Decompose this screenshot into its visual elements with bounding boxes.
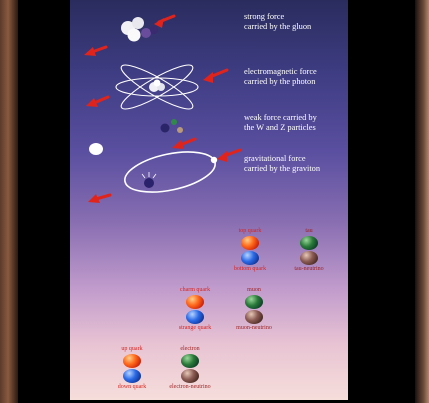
atom-icon (116, 59, 198, 116)
arrow-icon (203, 70, 227, 83)
arrow-icon (172, 139, 195, 149)
red-arrows (84, 16, 240, 203)
muon-neutrino-label: muon-neutrino (224, 325, 284, 332)
strange-quark-sphere (186, 310, 204, 324)
tau-label: tau (279, 228, 339, 235)
white-dot (89, 143, 103, 155)
electromagnetic-force-label: electromagnetic force carried by the pho… (244, 67, 317, 87)
top-quark-sphere (241, 236, 259, 250)
strange-quark-label: strange quark (165, 325, 225, 332)
gravitational-force-label: gravitational force carried by the gravi… (244, 154, 320, 174)
weak-force-label: weak force carried by the W and Z partic… (244, 113, 317, 133)
down-quark-label: down quark (102, 384, 162, 391)
down-quark-sphere (123, 369, 141, 383)
top-quark-label: top quark (220, 228, 280, 235)
electron-sphere (181, 354, 199, 368)
electron-label: electron (160, 346, 220, 353)
right-side-photo (415, 0, 429, 403)
bottom-quark-label: bottom quark (220, 266, 280, 273)
gluon-cluster-icon (121, 17, 158, 42)
arrow-icon (88, 194, 110, 203)
tau-sphere (300, 236, 318, 250)
graviton-orbit-icon (121, 145, 218, 199)
electron-neutrino-label: electron-neutrino (160, 384, 220, 391)
w-z-particles-icon (161, 119, 184, 133)
arrow-icon (86, 97, 108, 107)
muon-sphere (245, 295, 263, 309)
bottom-quark-sphere (241, 251, 259, 265)
charm-quark-label: charm quark (165, 287, 225, 294)
left-side-photo (0, 0, 18, 403)
arrow-icon (217, 150, 240, 162)
electron-neutrino-sphere (181, 369, 199, 383)
muon-neutrino-sphere (245, 310, 263, 324)
strong-force-label: strong force carried by the gluon (244, 12, 311, 32)
forces-and-particles-poster: strong force carried by the gluon electr… (70, 0, 348, 400)
up-quark-label: up quark (102, 346, 162, 353)
arrow-icon (84, 47, 106, 56)
arrow-icon (154, 16, 174, 28)
muon-label: muon (224, 287, 284, 294)
charm-quark-sphere (186, 295, 204, 309)
tau-neutrino-label: tau-neutrino (279, 266, 339, 273)
up-quark-sphere (123, 354, 141, 368)
tau-neutrino-sphere (300, 251, 318, 265)
poster-graphics (70, 0, 348, 400)
